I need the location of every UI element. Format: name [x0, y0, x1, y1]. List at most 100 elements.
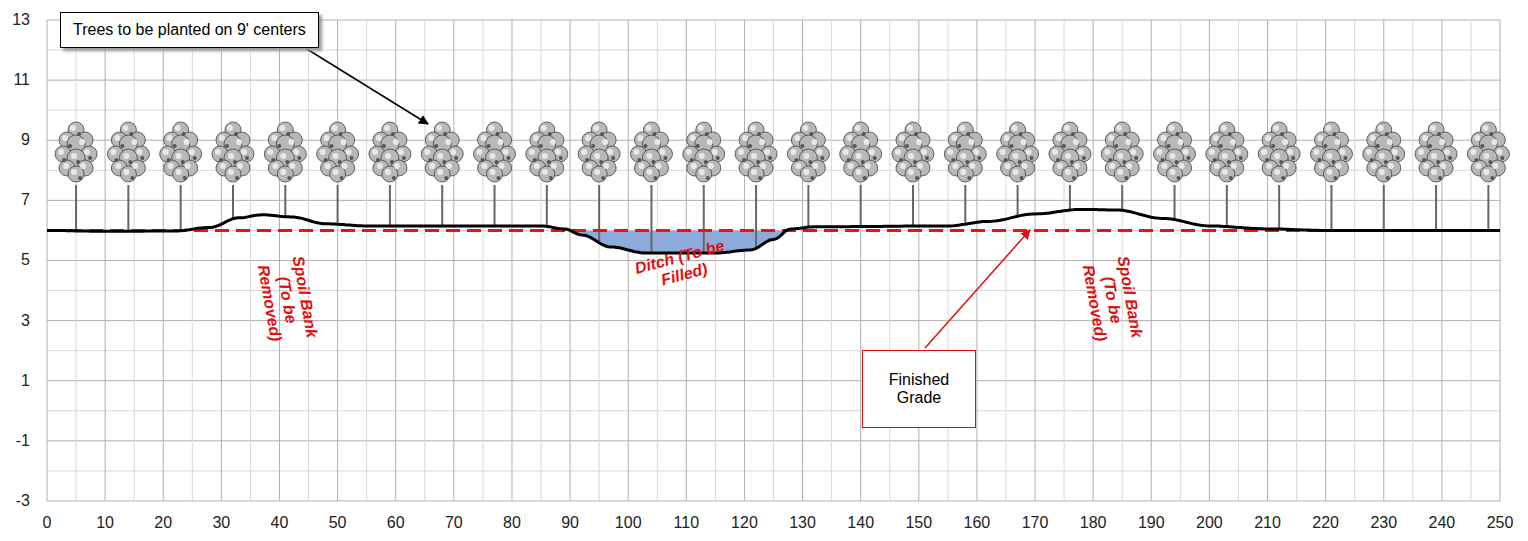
axis-tick-label: 250	[1487, 514, 1514, 532]
tree-crown	[1415, 122, 1457, 182]
tree-trunk	[1069, 185, 1071, 210]
tree-crown	[944, 122, 986, 182]
callout-box: Trees to be planted on 9' centers	[60, 12, 319, 48]
tree-crown	[369, 122, 411, 182]
grid-line	[337, 20, 338, 501]
tree-trunk	[1174, 185, 1176, 219]
axis-tick-label: 90	[561, 514, 579, 532]
axis-tick-label: 100	[615, 514, 642, 532]
tree-trunk	[389, 185, 391, 226]
tree-trunk	[441, 185, 443, 226]
grid-line	[482, 20, 483, 501]
callout-text: Finished Grade	[877, 371, 961, 407]
grid-line	[1383, 20, 1384, 501]
grid-line	[1093, 20, 1094, 501]
finished-grade-box: Finished Grade	[862, 350, 976, 428]
spoil-bank-label: Spoil Bank (To be Removed)	[253, 253, 321, 347]
axis-tick-label: 170	[1022, 514, 1049, 532]
grid-line	[76, 20, 77, 501]
grid-line	[1209, 20, 1210, 501]
grid-line	[1325, 20, 1326, 501]
tree-crown	[212, 122, 254, 182]
grid-line	[453, 20, 454, 501]
grid-line	[366, 20, 367, 501]
tree-crown	[474, 122, 516, 182]
tree-trunk	[1121, 185, 1123, 210]
tree-crown	[55, 122, 97, 182]
tree-crown	[1206, 122, 1248, 182]
tree-trunk	[1435, 185, 1437, 230]
axis-tick-label: 20	[154, 514, 172, 532]
axis-tick-label: 40	[271, 514, 289, 532]
grid-line	[628, 20, 629, 501]
grid-line	[395, 20, 396, 501]
tree-trunk	[1278, 185, 1280, 229]
grade-leader-arrow	[925, 230, 1030, 348]
tree-trunk	[860, 185, 862, 227]
tree-crown	[892, 122, 934, 182]
axis-tick-label: 7	[21, 191, 30, 209]
grid-line	[831, 20, 832, 501]
axis-tick-label: 80	[503, 514, 521, 532]
tree-trunk	[1226, 185, 1228, 227]
axis-tick-label: 230	[1370, 514, 1397, 532]
grid-line	[1412, 20, 1413, 501]
grid-line	[773, 20, 774, 501]
tree-trunk	[807, 185, 809, 227]
grid-line	[308, 20, 309, 501]
axis-tick-label: 140	[847, 514, 874, 532]
callout-text: Trees to be planted on 9' centers	[73, 21, 306, 39]
grid-line	[1005, 20, 1006, 501]
axis-tick-label: 50	[329, 514, 347, 532]
grid-line	[511, 20, 512, 501]
grid-line	[976, 20, 977, 501]
tree-trunk	[180, 185, 182, 231]
grid-line	[918, 20, 919, 501]
axis-tick-label: 120	[731, 514, 758, 532]
axis-tick-label: 110	[674, 514, 700, 532]
axis-tick-label: 11	[13, 71, 30, 89]
tree-trunk	[284, 185, 286, 217]
tree-crown	[735, 122, 777, 182]
tree-crown	[160, 122, 202, 182]
axis-tick-label: 150	[905, 514, 932, 532]
grid-line	[1470, 20, 1471, 501]
grid-line	[192, 20, 193, 501]
grid-line	[541, 20, 542, 501]
grid-line	[424, 20, 425, 501]
tree-trunk	[1487, 185, 1489, 230]
grid-line	[947, 20, 948, 501]
grid-line	[163, 20, 164, 501]
tree-trunk	[912, 185, 914, 226]
axis-tick-label: 240	[1429, 514, 1456, 532]
grid-line	[1180, 20, 1181, 501]
tree-trunk	[650, 185, 652, 253]
axis-tick-label: 10	[96, 514, 114, 532]
grid-line	[134, 20, 135, 501]
axis-tick-label: -3	[16, 492, 30, 510]
grid-line	[889, 20, 890, 501]
grid-line	[1238, 20, 1239, 501]
tree-crown	[997, 122, 1039, 182]
tree-trunk	[755, 185, 757, 248]
tree-crown	[421, 122, 463, 182]
tree-trunk	[75, 185, 77, 231]
grid-line	[1500, 20, 1501, 501]
axis-tick-label: 0	[43, 514, 52, 532]
axis-tick-label: -1	[16, 432, 30, 450]
axis-tick-label: 220	[1312, 514, 1339, 532]
grid-line	[860, 20, 861, 501]
tree-crown	[787, 122, 829, 182]
axis-tick-label: 30	[212, 514, 230, 532]
grid-line	[250, 20, 251, 501]
tree-crown	[1467, 122, 1509, 182]
tree-trunk	[598, 185, 600, 243]
tree-trunk	[232, 185, 234, 219]
tree-trunk	[546, 185, 548, 226]
grid-line	[221, 20, 222, 501]
tree-crown	[1258, 122, 1300, 182]
tree-crown	[264, 122, 306, 182]
axis-tick-label: 5	[21, 251, 30, 269]
